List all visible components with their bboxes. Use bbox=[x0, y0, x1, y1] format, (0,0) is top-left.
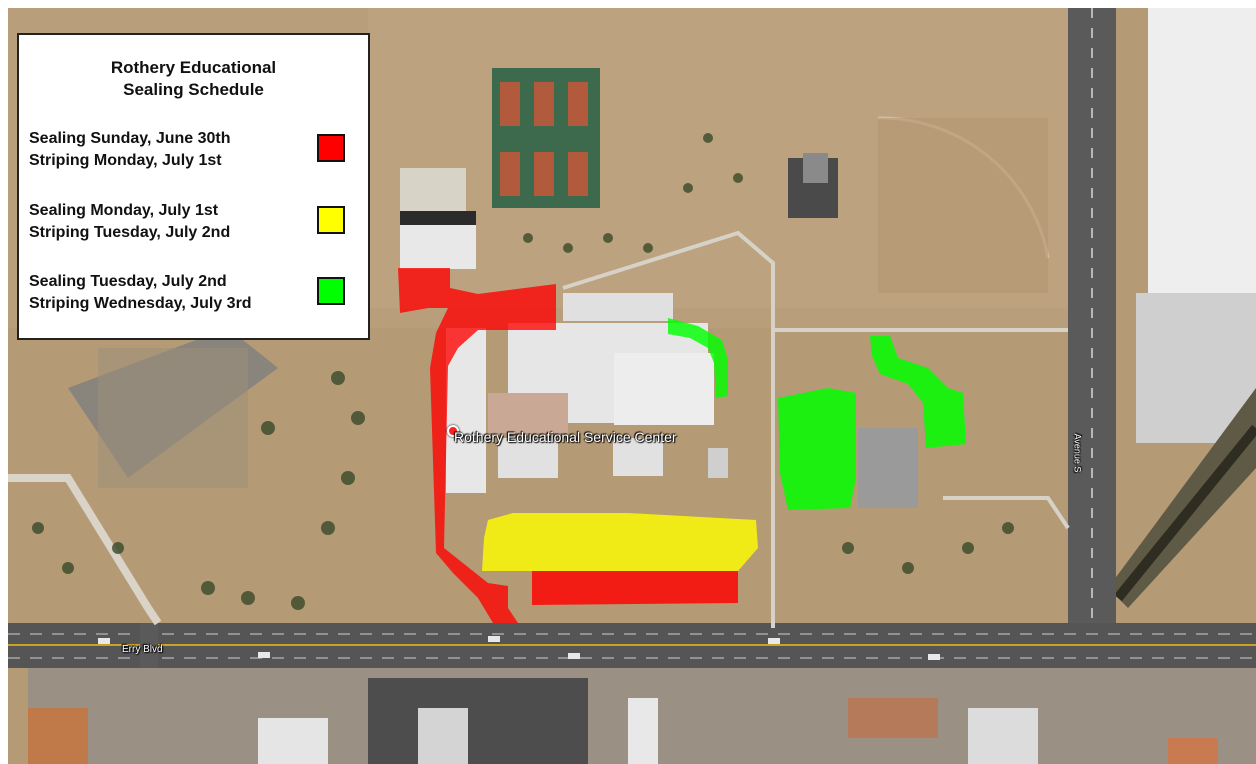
red-sealing-area[interactable] bbox=[398, 268, 738, 623]
legend-item-striping-date: Striping Wednesday, July 3rd bbox=[29, 295, 252, 312]
schedule-overlays bbox=[398, 268, 966, 623]
legend-item-yellow: Sealing Monday, July 1st Striping Tuesda… bbox=[29, 200, 359, 244]
green-sealing-area[interactable] bbox=[668, 318, 966, 510]
street-label-avenue: Avenue S bbox=[1072, 433, 1083, 473]
legend-item-sealing-date: Sealing Monday, July 1st bbox=[29, 202, 219, 219]
yellow-sealing-area[interactable] bbox=[482, 513, 758, 571]
legend-item-sealing-date: Sealing Tuesday, July 2nd bbox=[29, 273, 227, 290]
legend-title: Rothery Educational Sealing Schedule bbox=[19, 57, 368, 101]
legend-item-green: Sealing Tuesday, July 2nd Striping Wedne… bbox=[29, 271, 359, 315]
legend-swatch-yellow bbox=[317, 206, 345, 234]
street-label-erry: Erry Blvd bbox=[122, 644, 163, 655]
legend-swatch-red bbox=[317, 134, 345, 162]
legend-title-line-2: Sealing Schedule bbox=[123, 80, 264, 99]
legend-title-line-1: Rothery Educational bbox=[110, 58, 277, 77]
legend-item-striping-date: Striping Tuesday, July 2nd bbox=[29, 224, 231, 241]
place-label: Rothery Educational Service Center bbox=[454, 429, 677, 445]
tennis-courts bbox=[492, 68, 600, 208]
legend-swatch-green bbox=[317, 277, 345, 305]
legend-item-striping-date: Striping Monday, July 1st bbox=[29, 152, 222, 169]
legend-panel: Rothery Educational Sealing Schedule Sea… bbox=[17, 33, 370, 340]
legend-item-sealing-date: Sealing Sunday, June 30th bbox=[29, 130, 231, 147]
location-pin-icon[interactable] bbox=[447, 425, 459, 437]
legend-item-red: Sealing Sunday, June 30th Striping Monda… bbox=[29, 128, 359, 172]
